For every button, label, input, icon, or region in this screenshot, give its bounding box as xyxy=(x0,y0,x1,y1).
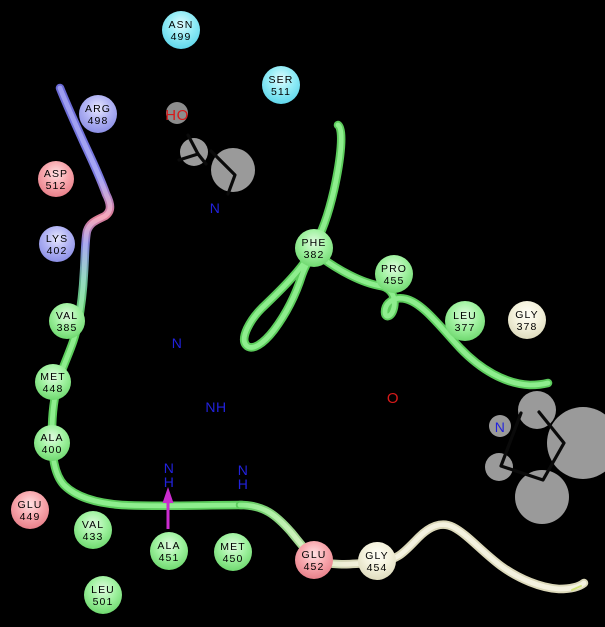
residue-lys402: LYS 402 xyxy=(39,226,75,262)
residue-val433: VAL 433 xyxy=(74,511,112,549)
residue-number: 448 xyxy=(43,383,64,395)
residue-name: VAL xyxy=(56,310,78,322)
residue-name: VAL xyxy=(82,519,104,531)
residue-name: PRO xyxy=(381,263,407,275)
residue-name: ARG xyxy=(85,103,111,115)
ligand-atom-nh: NH xyxy=(205,399,226,415)
residue-name: MET xyxy=(220,541,245,553)
residue-gly378: GLY 378 xyxy=(508,301,546,339)
ligand-atom-ho: HO xyxy=(165,107,189,124)
residue-number: 382 xyxy=(304,249,325,261)
hbond-arrow xyxy=(162,487,174,529)
residue-number: 433 xyxy=(83,531,104,543)
ligand-contact-blob-right xyxy=(485,391,605,524)
residue-ala451: ALA 451 xyxy=(150,532,188,570)
residue-number: 511 xyxy=(271,86,291,98)
backbone-ribbon-left xyxy=(47,83,589,594)
residue-pro455: PRO 455 xyxy=(375,255,413,293)
residue-name: SER xyxy=(269,74,294,86)
residue-number: 512 xyxy=(46,180,67,192)
residue-name: MET xyxy=(40,371,65,383)
ligand-atom-n-right: N xyxy=(495,419,506,435)
residue-number: 455 xyxy=(384,275,405,287)
residue-gly454: GLY 454 xyxy=(358,542,396,580)
residue-name: GLY xyxy=(365,550,389,562)
residue-name: GLU xyxy=(302,549,327,561)
residue-number: 402 xyxy=(47,245,68,257)
ligand-atom-n-top: N xyxy=(210,200,221,216)
residue-asp512: ASP 512 xyxy=(38,161,74,197)
residue-number: 452 xyxy=(304,561,325,573)
ligand-atom-nh-left-h: H xyxy=(164,474,175,490)
residue-asn499: ASN 499 xyxy=(162,11,200,49)
residue-name: GLU xyxy=(18,499,43,511)
residue-number: 377 xyxy=(455,322,476,334)
residue-number: 385 xyxy=(57,322,78,334)
residue-name: GLY xyxy=(515,309,539,321)
residue-leu501: LEU 501 xyxy=(84,576,122,614)
ligand-atom-nh-left-n: N xyxy=(164,460,175,476)
residue-met450: MET 450 xyxy=(214,533,252,571)
residue-number: 499 xyxy=(171,31,192,43)
residue-leu377: LEU 377 xyxy=(445,301,485,341)
residue-number: 498 xyxy=(88,115,109,127)
residue-arg498: ARG 498 xyxy=(79,95,117,133)
residue-name: LEU xyxy=(453,310,477,322)
ligand-atom-nh-right-n: N xyxy=(238,462,249,478)
ligand-atom-nh-right-h: H xyxy=(238,476,249,492)
residue-number: 449 xyxy=(20,511,41,523)
residue-number: 378 xyxy=(517,321,538,333)
residue-name: LYS xyxy=(46,233,68,245)
residue-ala400: ALA 400 xyxy=(34,425,70,461)
residue-val385: VAL 385 xyxy=(49,303,85,339)
residue-name: ALA xyxy=(40,432,63,444)
residue-glu449: GLU 449 xyxy=(11,491,49,529)
residue-name: LEU xyxy=(91,584,115,596)
ligand-atom-n-mid: N xyxy=(172,335,183,351)
residue-phe382: PHE 382 xyxy=(295,229,333,267)
residue-name: PHE xyxy=(302,237,327,249)
residue-ser511: SER 511 xyxy=(262,66,300,104)
residue-number: 454 xyxy=(367,562,388,574)
ligand-bond xyxy=(177,133,566,482)
residue-number: 451 xyxy=(159,552,180,564)
residue-name: ASN xyxy=(169,19,194,31)
residue-name: ASP xyxy=(44,168,68,180)
residue-name: ALA xyxy=(157,540,180,552)
ligand-atom-o: O xyxy=(387,390,399,407)
residue-number: 450 xyxy=(223,553,244,565)
residue-met448: MET 448 xyxy=(35,364,71,400)
residue-number: 400 xyxy=(42,444,63,456)
residue-glu452: GLU 452 xyxy=(295,541,333,579)
residue-number: 501 xyxy=(93,596,114,608)
